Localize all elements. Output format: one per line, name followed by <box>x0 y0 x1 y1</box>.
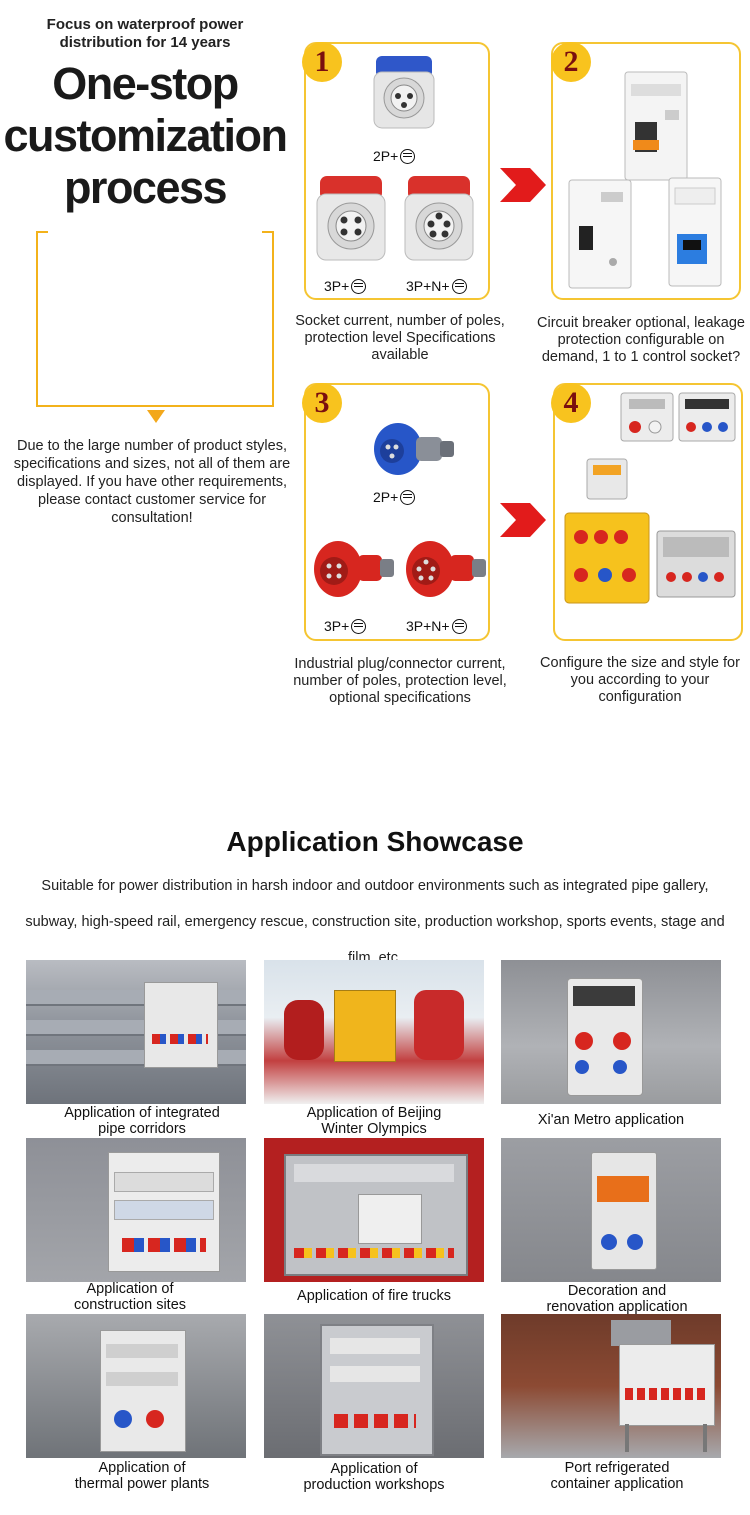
caption-winter-olympics: Application of Beijing Winter Olympics <box>264 1105 484 1137</box>
circuit-breaker-icon <box>624 71 688 181</box>
earth-icon <box>400 149 416 164</box>
caption-pipe-corridor: Application of integrated pipe corridors <box>32 1105 252 1137</box>
socket-3pn-icon <box>404 176 474 261</box>
step-number-3: 3 <box>302 383 342 423</box>
title-line-2: customization <box>3 110 288 161</box>
plug-3p-icon <box>314 541 394 597</box>
plug-2p-icon <box>374 423 454 475</box>
step-caption-2: Circuit breaker optional, leakage protec… <box>537 315 745 365</box>
blue-breaker-icon <box>668 177 722 287</box>
step-number-4: 4 <box>551 383 591 423</box>
side-note: Due to the large number of product style… <box>13 438 291 526</box>
showcase-description: Suitable for power distribution in harsh… <box>25 878 725 966</box>
caption-decoration: Decoration and renovation application <box>507 1283 727 1315</box>
caption-xian-metro: Xi'an Metro application <box>501 1112 721 1128</box>
photo-construction-site <box>26 1138 246 1282</box>
caption-line: Application of <box>330 1461 418 1477</box>
earth-icon <box>451 619 467 634</box>
socket-label-2p: 2P+ <box>373 148 416 164</box>
socket-2p-icon <box>373 56 435 129</box>
caption-line: Application of fire trucks <box>297 1288 451 1304</box>
photo-winter-olympics <box>264 960 484 1104</box>
step-caption-4: Configure the size and style for you acc… <box>540 655 740 705</box>
distribution-boxes-icon <box>620 392 736 598</box>
title-line-3: process <box>63 162 228 213</box>
step-caption-3: Industrial plug/connector current, numbe… <box>293 656 507 706</box>
showcase-title: Application Showcase <box>226 826 524 857</box>
step-card-2: 2 <box>551 42 741 300</box>
photo-fire-truck <box>264 1138 484 1282</box>
photo-port-container <box>501 1314 721 1458</box>
photo-decoration <box>501 1138 721 1282</box>
earth-icon <box>451 279 467 294</box>
step-card-1: 1 2P+ 3P+ 3P+N+ <box>302 42 490 300</box>
photo-production-workshop <box>264 1314 484 1458</box>
caption-line: pipe corridors <box>98 1121 186 1137</box>
plug-label-3pn: 3P+N+ <box>406 618 467 634</box>
caption-line: Application of Beijing <box>306 1105 442 1121</box>
yellow-box-icon <box>564 458 650 604</box>
caption-production-workshop: Application of production workshops <box>264 1461 484 1493</box>
earth-icon <box>400 490 416 505</box>
caption-line: container application <box>550 1476 684 1492</box>
arrow-right-icon <box>500 503 546 537</box>
caption-construction-site: Application of construction sites <box>20 1281 240 1313</box>
caption-fire-truck: Application of fire trucks <box>264 1288 484 1304</box>
plug-label-2p: 2P+ <box>373 489 416 505</box>
earth-icon <box>351 619 367 634</box>
caption-line: Application of <box>98 1460 186 1476</box>
empty-frame <box>36 231 274 407</box>
arrow-right-icon <box>500 168 546 202</box>
caption-line: thermal power plants <box>74 1476 210 1492</box>
caption-line: Port refrigerated <box>564 1460 670 1476</box>
caption-line: Application of integrated <box>64 1105 220 1121</box>
page-title: One-stop customization process <box>0 58 290 214</box>
earth-icon <box>351 279 367 294</box>
socket-label-3p: 3P+ <box>324 278 367 294</box>
photo-xian-metro <box>501 960 721 1104</box>
plug-label-3p: 3P+ <box>324 618 367 634</box>
step-card-4: 4 <box>551 383 743 641</box>
caption-line: Decoration and <box>567 1283 667 1299</box>
socket-label-3pn: 3P+N+ <box>406 278 467 294</box>
photo-thermal-plant <box>26 1314 246 1458</box>
caption-line: Xi'an Metro application <box>537 1112 685 1128</box>
caption-line: renovation application <box>546 1299 688 1315</box>
frame-bottom-line <box>36 405 274 407</box>
title-line-1: One-stop <box>52 58 239 109</box>
step-number-1: 1 <box>302 42 342 82</box>
step-number-2: 2 <box>551 42 591 82</box>
caption-line: Application of <box>86 1281 174 1297</box>
plug-3pn-icon <box>406 541 486 597</box>
caption-line: Winter Olympics <box>321 1121 427 1137</box>
tagline: Focus on waterproof power distribution f… <box>46 16 244 51</box>
rcd-breaker-icon <box>568 179 632 289</box>
caption-line: construction sites <box>73 1297 187 1313</box>
down-triangle-icon <box>147 410 165 423</box>
caption-port-container: Port refrigerated container application <box>507 1460 727 1492</box>
caption-thermal-plant: Application of thermal power plants <box>32 1460 252 1492</box>
caption-line: production workshops <box>303 1477 445 1493</box>
step-card-3: 3 2P+ 3P+ 3P+N+ <box>302 383 490 641</box>
photo-pipe-corridor <box>26 960 246 1104</box>
step-caption-1: Socket current, number of poles, protect… <box>295 313 505 363</box>
socket-3p-icon <box>316 176 386 261</box>
